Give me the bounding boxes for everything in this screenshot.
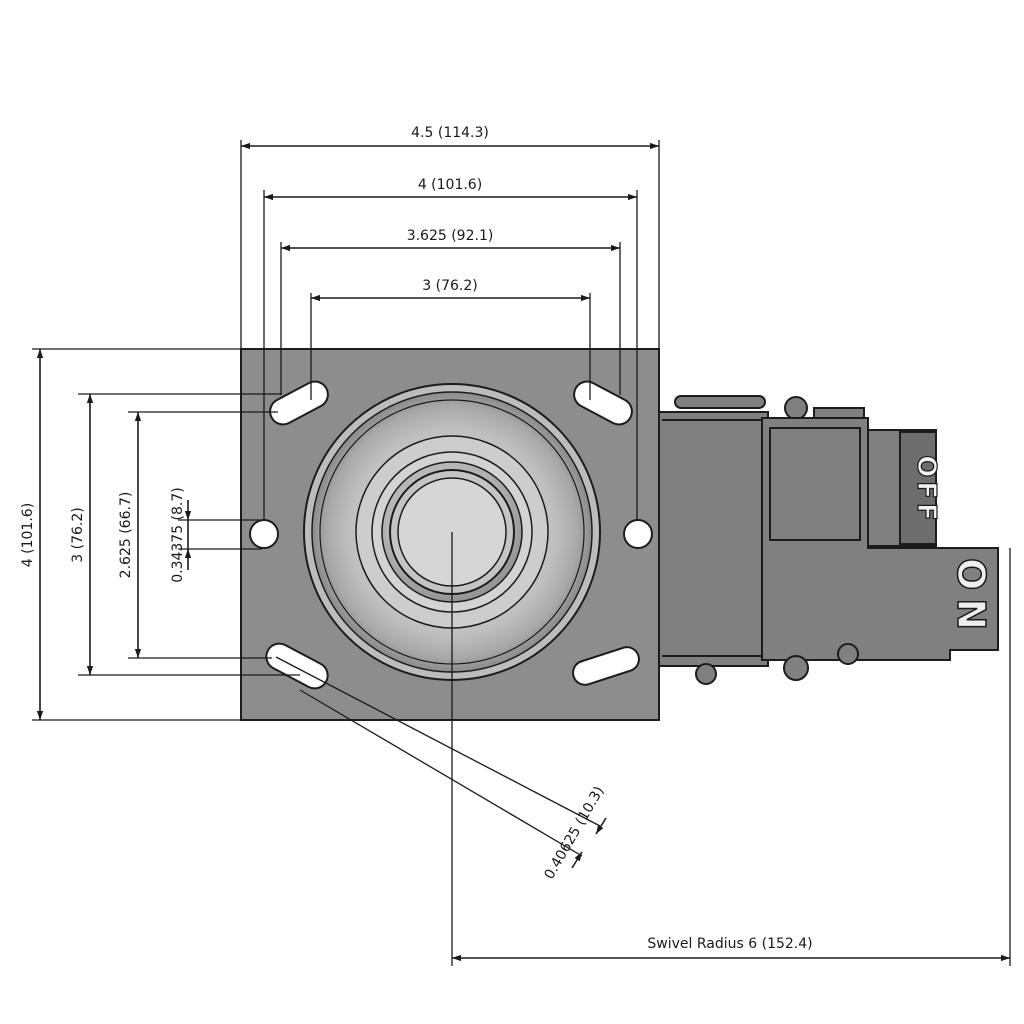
label-plate-length: 4 (101.6) (20, 503, 36, 567)
hole-left (249, 519, 279, 549)
dim-slot-width-arrow-2 (571, 851, 583, 869)
label-slot-span-inner: 2.625 (66.7) (118, 492, 134, 579)
label-plate-width: 4.5 (114.3) (411, 125, 489, 141)
label-swivel-radius: Swivel Radius 6 (152.4) (647, 936, 812, 952)
brake-body (657, 411, 769, 667)
brake-off-label: OFF (911, 455, 941, 525)
brake-assembly: OFF ON (657, 395, 999, 685)
label-slot-span: 3 (76.2) (70, 507, 86, 562)
brake-on-label: ON (949, 558, 993, 638)
rivet-bottom-1 (695, 663, 717, 685)
dimension-lines (36, 142, 1010, 962)
rivet-top (784, 396, 808, 420)
label-hole-span-inner: 3 (76.2) (422, 278, 477, 294)
label-slot-width: 0.40625 (10.3) (541, 784, 607, 882)
slot-bottom-left (265, 642, 329, 690)
slot-top-right (573, 380, 633, 426)
rivet-bottom-2 (783, 655, 809, 681)
slot-bottom-right (572, 646, 640, 686)
hole-right (623, 519, 653, 549)
label-hole-diameter: 0.34375 (8.7) (170, 487, 186, 583)
top-rail (674, 395, 766, 409)
lever-face (899, 431, 937, 545)
slot-top-left (269, 380, 329, 426)
rivet-bottom-3 (837, 643, 859, 665)
dim-slot-width-arrow-1 (595, 817, 607, 835)
extension-lines (32, 140, 1011, 966)
mounting-slots (265, 380, 640, 690)
label-hole-span-mid: 3.625 (92.1) (407, 228, 494, 244)
label-hole-span-outer: 4 (101.6) (418, 177, 482, 193)
top-clip (813, 407, 865, 419)
